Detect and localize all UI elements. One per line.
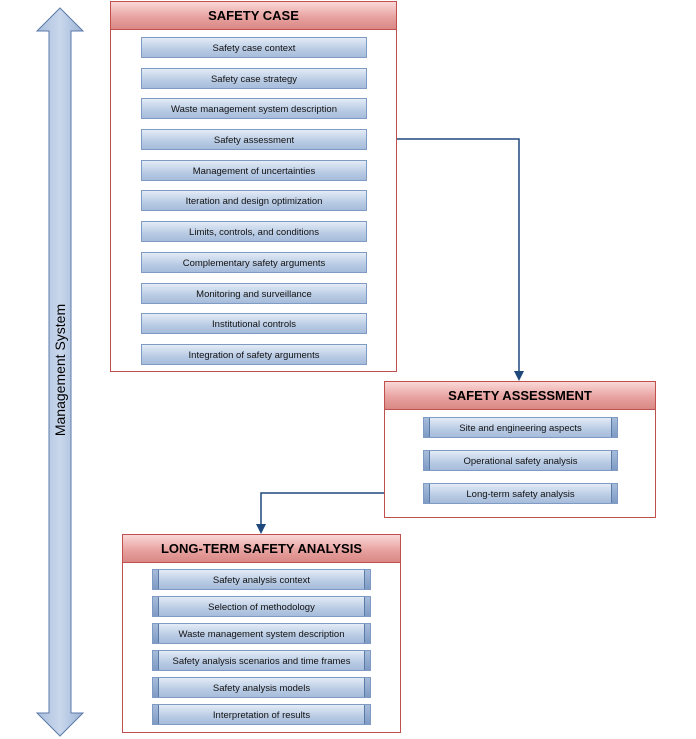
safety-assessment-panel: SAFETY ASSESSMENT Site and engineering a…	[384, 381, 656, 518]
safety-case-item[interactable]: Safety case strategy	[141, 68, 367, 89]
connector-arrowhead-1	[514, 371, 524, 381]
safety-case-item[interactable]: Management of uncertainties	[141, 160, 367, 181]
long-term-item[interactable]: Safety analysis context	[152, 569, 371, 590]
safety-case-item[interactable]: Integration of safety arguments	[141, 344, 367, 365]
connector-long-term	[260, 492, 423, 525]
connector-safety-assessment	[366, 138, 520, 372]
safety-case-item[interactable]: Limits, controls, and conditions	[141, 221, 367, 242]
safety-case-item[interactable]: Iteration and design optimization	[141, 190, 367, 211]
safety-assessment-item[interactable]: Long-term safety analysis	[423, 483, 618, 504]
safety-case-item[interactable]: Monitoring and surveillance	[141, 283, 367, 304]
long-term-item[interactable]: Waste management system description	[152, 623, 371, 644]
safety-case-item[interactable]: Safety assessment	[141, 129, 367, 150]
safety-assessment-item[interactable]: Site and engineering aspects	[423, 417, 618, 438]
long-term-item[interactable]: Safety analysis scenarios and time frame…	[152, 650, 371, 671]
long-term-item[interactable]: Safety analysis models	[152, 677, 371, 698]
safety-case-title: SAFETY CASE	[111, 2, 396, 30]
long-term-item[interactable]: Interpretation of results	[152, 704, 371, 725]
safety-assessment-item[interactable]: Operational safety analysis	[423, 450, 618, 471]
safety-case-item[interactable]: Complementary safety arguments	[141, 252, 367, 273]
safety-case-panel: SAFETY CASE Safety case context Safety c…	[110, 1, 397, 372]
long-term-item[interactable]: Selection of methodology	[152, 596, 371, 617]
safety-case-item[interactable]: Safety case context	[141, 37, 367, 58]
long-term-title: LONG-TERM SAFETY ANALYSIS	[123, 535, 400, 563]
safety-case-item[interactable]: Institutional controls	[141, 313, 367, 334]
connector-arrowhead-2	[256, 524, 266, 534]
safety-assessment-title: SAFETY ASSESSMENT	[385, 382, 655, 410]
safety-case-item[interactable]: Waste management system description	[141, 98, 367, 119]
management-arrow-shape	[35, 7, 85, 737]
long-term-panel: LONG-TERM SAFETY ANALYSIS Safety analysi…	[122, 534, 401, 733]
management-system-label: Management System	[52, 303, 68, 437]
